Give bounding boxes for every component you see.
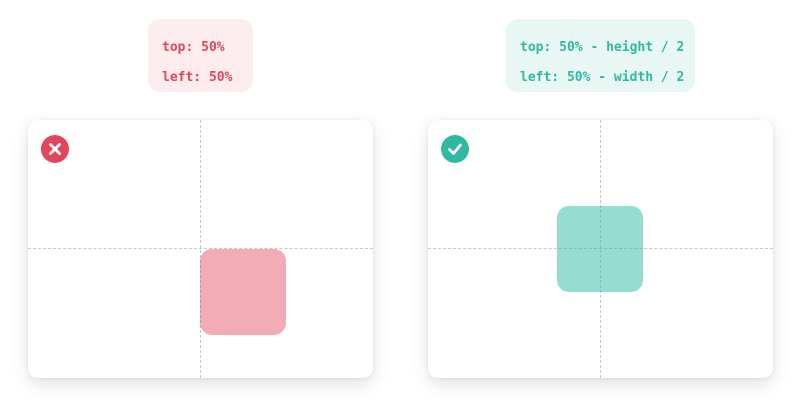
horizontal-center-guide <box>28 248 373 249</box>
offset-box <box>200 249 286 335</box>
x-circle-icon <box>41 135 69 163</box>
wrong-code-snippet: top: 50% left: 50% <box>148 19 253 92</box>
wrong-code-line-left: left: 50% <box>162 70 233 85</box>
correct-code-line-top: top: 50% - height / 2 <box>520 40 685 55</box>
vertical-center-guide <box>200 120 201 378</box>
correct-code-line-left: left: 50% - width / 2 <box>520 70 685 85</box>
correct-code-snippet: top: 50% - height / 2 left: 50% - width … <box>506 19 695 92</box>
correct-example-panel <box>428 120 773 378</box>
wrong-example-panel <box>28 120 373 378</box>
centered-box <box>557 206 643 292</box>
check-circle-icon <box>441 135 469 163</box>
wrong-code-line-top: top: 50% <box>162 40 225 55</box>
